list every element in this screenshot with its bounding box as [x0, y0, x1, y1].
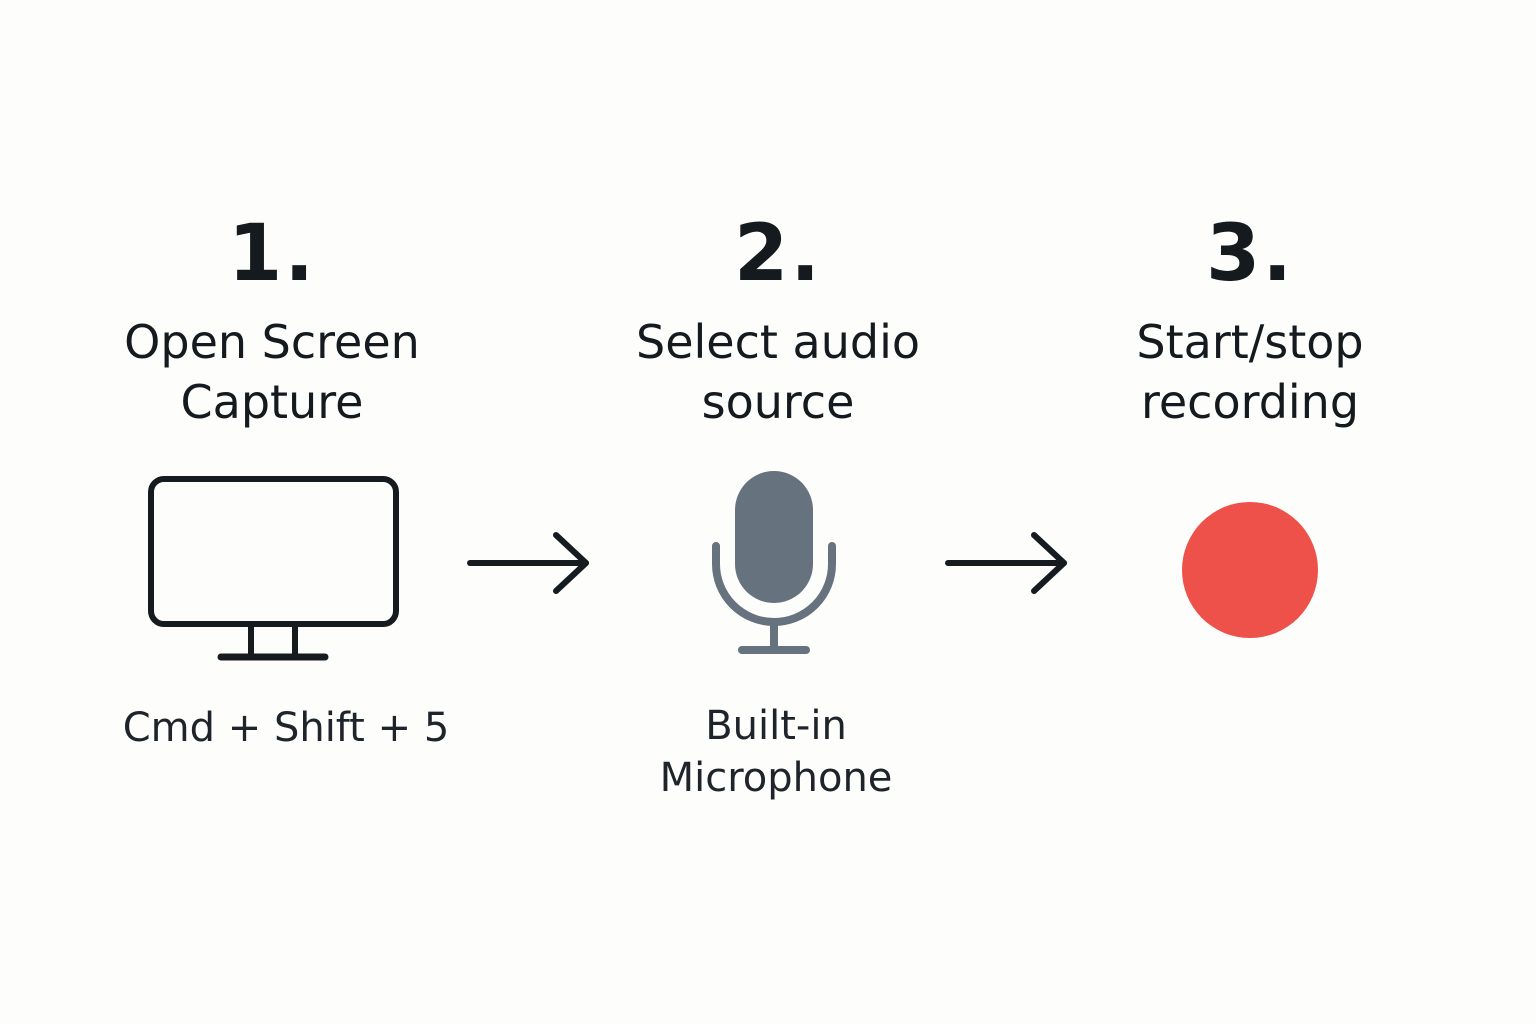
- step-2-caption-line-2: Microphone: [659, 755, 893, 801]
- record-dot-icon[interactable]: [1180, 500, 1320, 640]
- microphone-icon: [712, 471, 836, 654]
- arrow-right-icon: [467, 532, 589, 594]
- step-2-title: Select audio source: [578, 312, 978, 432]
- step-1-title-line-2: Capture: [180, 375, 364, 429]
- step-3-title: Start/stop recording: [1050, 312, 1450, 432]
- step-2-title-line-1: Select audio: [636, 315, 920, 369]
- step-2-title-line-2: source: [701, 375, 855, 429]
- step-3-number: 3.: [1206, 209, 1294, 299]
- step-1-number: 1.: [228, 209, 316, 299]
- monitor-icon: [148, 476, 399, 661]
- step-1-caption-line-1: Cmd + Shift + 5: [122, 705, 450, 751]
- step-2-number: 2.: [734, 209, 822, 299]
- step-1-title: Open Screen Capture: [72, 312, 472, 432]
- step-1-caption: Cmd + Shift + 5: [76, 702, 496, 754]
- step-2-caption-line-1: Built-in: [705, 703, 847, 749]
- arrow-right-icon: [945, 532, 1067, 594]
- step-2-caption: Built-in Microphone: [566, 700, 986, 804]
- step-3-title-line-1: Start/stop: [1136, 315, 1364, 369]
- step-3-title-line-2: recording: [1140, 375, 1360, 429]
- step-1-title-line-1: Open Screen: [124, 315, 420, 369]
